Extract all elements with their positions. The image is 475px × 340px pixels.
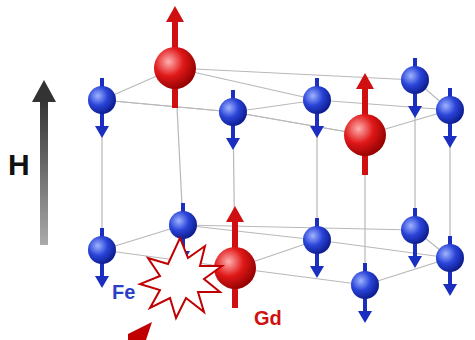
fe-atom — [303, 218, 331, 278]
fe-atom — [401, 208, 429, 268]
fe-atom — [88, 228, 116, 288]
fe-atom — [351, 263, 379, 323]
fe-atom — [401, 58, 429, 118]
gd-atom — [154, 6, 196, 108]
atoms — [88, 6, 464, 323]
field-label: H — [8, 150, 30, 180]
fe-atom — [88, 78, 116, 138]
field-arrow — [32, 80, 56, 245]
fe-atom — [436, 88, 464, 148]
starburst — [140, 238, 222, 318]
gd-atom — [344, 73, 386, 175]
pointer-arrow — [128, 322, 152, 340]
fe-atom — [219, 90, 247, 150]
element-label: Fe — [112, 282, 135, 302]
fe-atom — [436, 236, 464, 296]
fe-atom — [303, 78, 331, 138]
lattice-lines — [102, 68, 450, 285]
element-label: Gd — [254, 308, 282, 328]
